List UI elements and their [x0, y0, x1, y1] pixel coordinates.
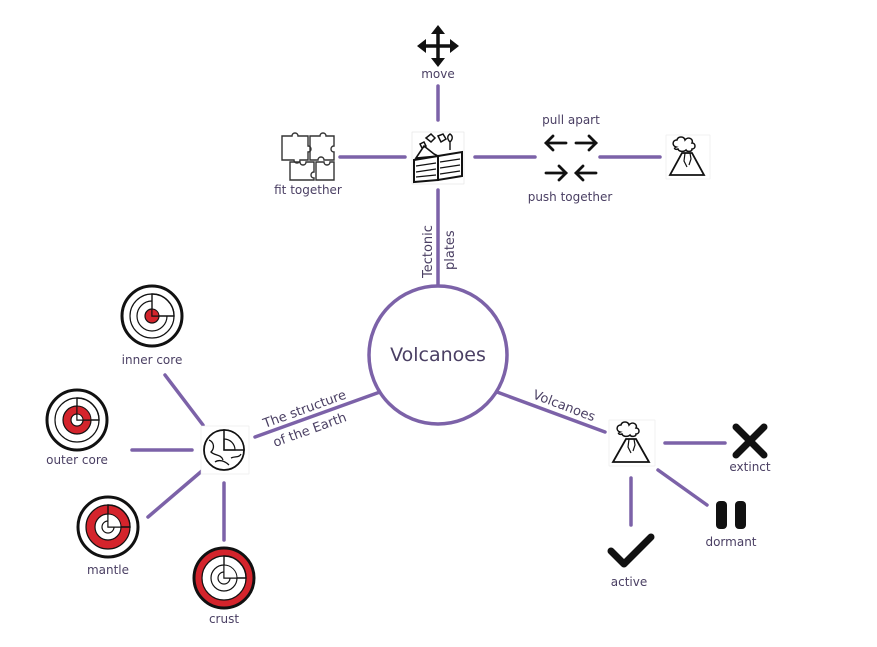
cross-icon[interactable]: [732, 423, 768, 459]
line-structure-inner: [163, 373, 205, 427]
branch-tectonic-label-2: plates: [443, 230, 458, 270]
active-label: active: [611, 575, 647, 589]
earth-layers-icon-inner-core[interactable]: [120, 284, 184, 348]
volcano-icon[interactable]: [665, 134, 711, 180]
inner-core-label: inner core: [122, 353, 183, 367]
branch-tectonic-label-1: Tectonic: [421, 225, 436, 279]
pull-push-arrows-icon[interactable]: [544, 134, 598, 182]
move-label: move: [421, 67, 455, 81]
crust-label: crust: [209, 612, 239, 626]
earth-layers-icon-crust[interactable]: [192, 546, 256, 610]
mantle-label: mantle: [87, 563, 129, 577]
dormant-label: dormant: [705, 535, 756, 549]
push-together-label: push together: [528, 190, 613, 204]
pause-icon[interactable]: [716, 501, 746, 529]
earth-layers-icon-outer-core[interactable]: [45, 388, 109, 452]
center-node[interactable]: Volcanoes: [367, 284, 509, 426]
line-structure-mantle: [146, 468, 205, 519]
center-circle: [367, 284, 509, 426]
pull-apart-label: pull apart: [542, 113, 600, 127]
earth-globe-icon[interactable]: [200, 425, 250, 475]
center-label: Volcanoes: [390, 344, 486, 366]
volcano-icon-volcanoes[interactable]: [608, 419, 656, 467]
check-icon[interactable]: [607, 533, 655, 568]
line-center-volcanoes: [495, 390, 607, 434]
puzzle-icon[interactable]: [281, 132, 335, 181]
fit-together-label: fit together: [274, 183, 342, 197]
tectonic-plates-icon[interactable]: [411, 131, 465, 185]
line-center-structure: [253, 390, 382, 439]
line-volcano-dormant: [656, 468, 709, 507]
connector-lines: [130, 84, 727, 542]
extinct-label: extinct: [729, 460, 771, 474]
earth-layers-icon-mantle[interactable]: [76, 495, 140, 559]
move-arrows-icon[interactable]: [417, 25, 459, 67]
outer-core-label: outer core: [46, 453, 108, 467]
